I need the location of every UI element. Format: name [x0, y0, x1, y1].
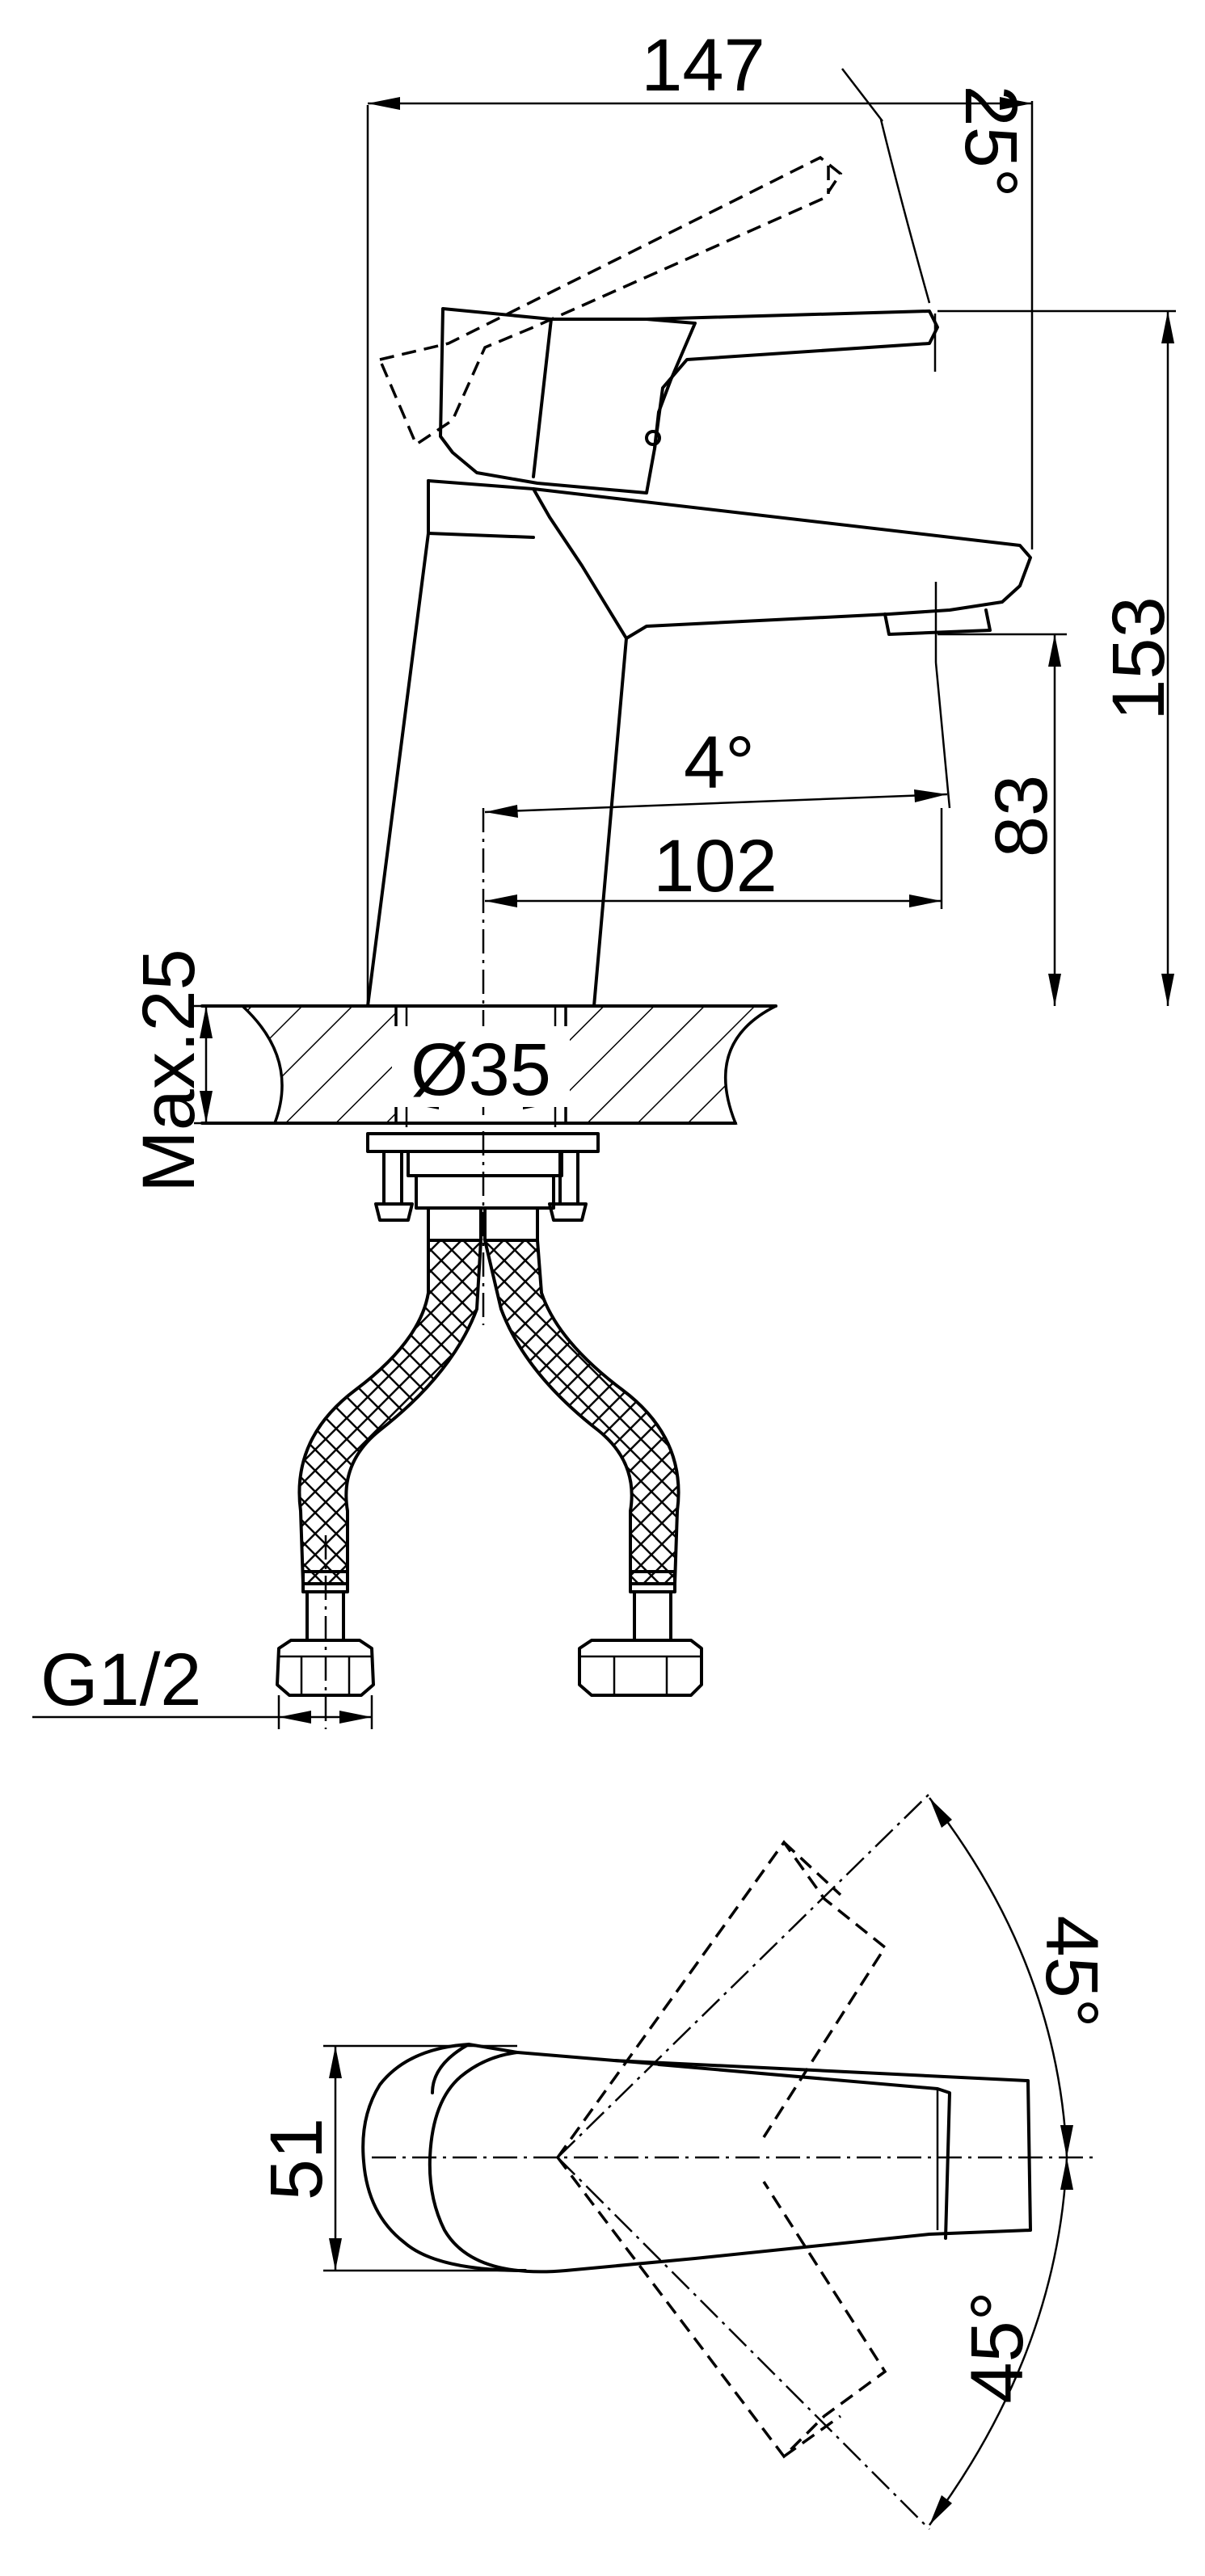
top-centerlines: [372, 1793, 1095, 2530]
rotation-arc: [928, 1797, 1073, 2526]
rotation-right-label: 45°: [956, 2291, 1039, 2403]
side-view: 147 25°: [32, 24, 1180, 1729]
braided-hoses: [297, 1239, 680, 1585]
thread-label: G1/2: [40, 1639, 201, 1721]
top-lever: [428, 2051, 1032, 2274]
spout-angle-label: 4°: [684, 722, 755, 804]
lever-angle-dimension: 25°: [841, 68, 1032, 304]
thread-dimension: G1/2: [32, 1639, 373, 1729]
mounting-hardware: [366, 1132, 600, 1242]
body-width-label: 51: [255, 2118, 338, 2200]
spout-angle-dimension: 4°: [484, 662, 951, 818]
lever-handle: [439, 307, 1176, 495]
width-dimension: 147: [366, 24, 1034, 1006]
lever-angle-label: 25°: [950, 85, 1032, 197]
faucet-body: [366, 479, 1032, 1008]
rotated-lever-outlines: [556, 1839, 887, 2459]
countertop-section: Ø35: [200, 1004, 777, 1127]
width-label: 147: [641, 24, 765, 107]
rotation-left-label: 45°: [1030, 1915, 1113, 2027]
reach-label: 102: [653, 825, 777, 907]
height-label: 153: [1098, 596, 1180, 721]
top-body: [361, 2043, 527, 2272]
spout-height-dimension: 83: [937, 633, 1067, 1006]
top-view: 51 45° 45°: [255, 1793, 1113, 2530]
height-dimension: 153: [1098, 311, 1180, 1006]
right-hose-fitting: [578, 1570, 703, 1697]
max-thickness-label: Max.25: [128, 949, 210, 1193]
max-thickness-dimension: Max.25: [128, 949, 275, 1193]
raised-lever-outline: [377, 155, 843, 447]
mount-hole-label: Ø35: [411, 1029, 551, 1111]
body-width-dimension: 51: [255, 2044, 525, 2272]
left-hose-fitting: [276, 1535, 375, 1729]
spout-height-label: 83: [980, 775, 1063, 857]
